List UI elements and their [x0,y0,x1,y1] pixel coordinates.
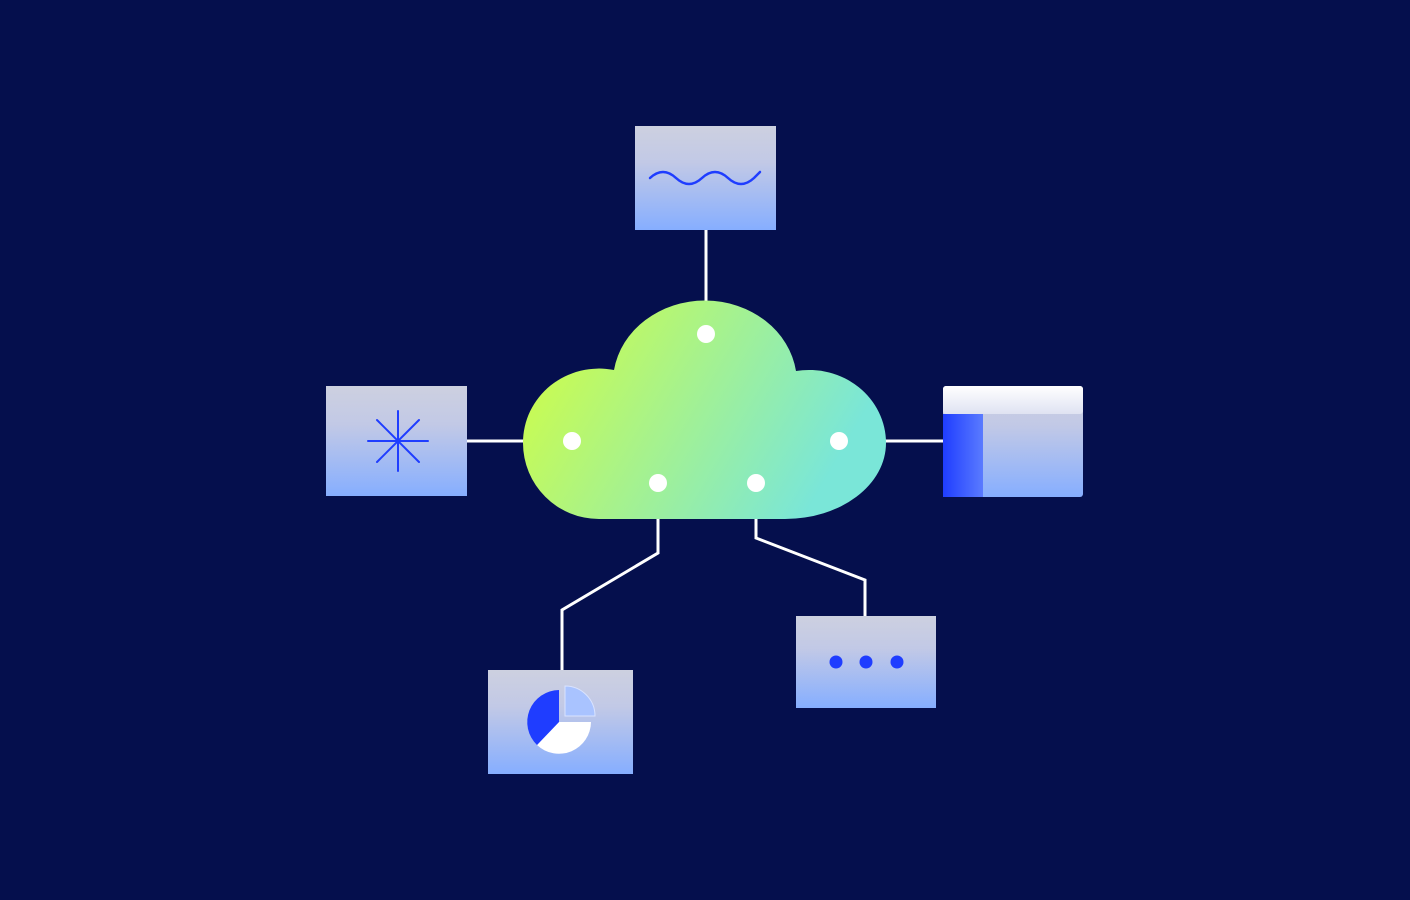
dot-right [830,432,848,450]
dot-bottom-left [649,474,667,492]
ellipsis-icon [829,655,904,669]
node-bottom-left [488,670,633,774]
node-top [635,126,776,230]
sparkle-icon [367,410,429,472]
wave-icon [648,170,762,186]
node-right [943,386,1083,497]
window-panel-icon [943,386,1083,497]
cloud-icon [522,300,887,519]
node-left [326,386,467,496]
node-bottom-right [796,616,936,708]
dot-left [563,432,581,450]
dot-top [697,325,715,343]
pie-chart-icon [527,685,596,754]
dot-bottom-right [747,474,765,492]
connection-dots [563,325,848,492]
